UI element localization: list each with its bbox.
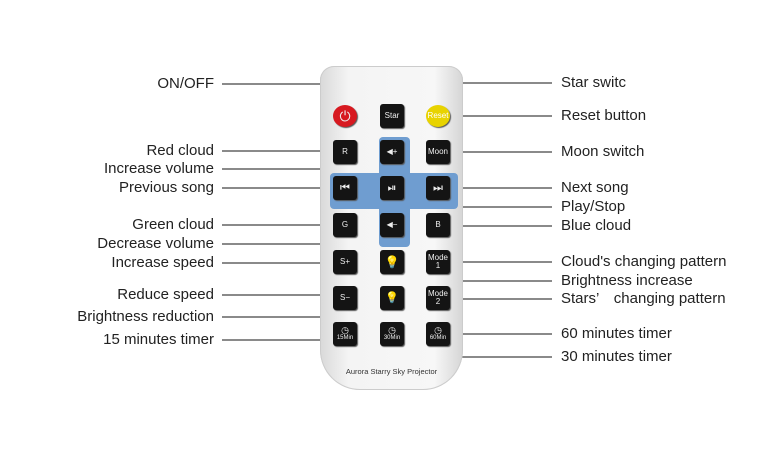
callout-label: Brightness increase — [561, 272, 693, 289]
next-button[interactable]: ⏭ — [426, 176, 450, 200]
brand-text: Aurora Starry Sky Projector — [345, 367, 438, 376]
speed-down-button[interactable]: S− — [333, 286, 357, 310]
callout-label: 15 minutes timer — [103, 331, 214, 348]
volume-up-button[interactable]: ◀+ — [380, 140, 404, 164]
callout-label: Blue cloud — [561, 217, 632, 234]
play-stop-button[interactable]: ⏯ — [380, 176, 404, 200]
clock-icon: ◷ — [388, 325, 396, 335]
callout-label: 60 minutes timer — [561, 325, 672, 342]
clock-icon: ◷ — [434, 325, 442, 335]
mode2-button[interactable]: Mode 2 — [426, 286, 450, 310]
mode1-button[interactable]: Mode 1 — [426, 250, 450, 274]
brightness-down-button[interactable]: 💡 — [380, 286, 404, 310]
remote-control: ⏻ Star Reset R ◀+ Moon ⏮ ⏯ ⏭ G ◀− B S+ 💡… — [320, 66, 463, 390]
volume-down-button[interactable]: ◀− — [380, 213, 404, 237]
timer-30-button[interactable]: ◷30Min — [380, 322, 404, 346]
callout-label: 30 minutes timer — [561, 348, 672, 365]
callout-label: ON/OFF — [157, 75, 214, 92]
bulb-icon: 💡 — [385, 292, 399, 304]
callout-label: Decrease volume — [97, 235, 214, 252]
callout-label: Increase speed — [111, 254, 214, 271]
callout-label: Red cloud — [146, 142, 214, 159]
previous-button[interactable]: ⏮ — [333, 176, 357, 200]
timer-60-button[interactable]: ◷60Min — [426, 322, 450, 346]
green-cloud-button[interactable]: G — [333, 213, 357, 237]
blue-cloud-button[interactable]: B — [426, 213, 450, 237]
callout-label: Brightness reduction — [77, 308, 214, 325]
callout-label: Reset button — [561, 107, 647, 124]
bulb-icon: 💡 — [384, 255, 400, 269]
callout-label: Green cloud — [132, 216, 214, 233]
timer-15-button[interactable]: ◷15Min — [333, 322, 357, 346]
brightness-up-button[interactable]: 💡 — [380, 250, 404, 274]
callout-label: Moon switch — [561, 143, 645, 160]
red-cloud-button[interactable]: R — [333, 140, 357, 164]
callout-label: Stars’ changing pattern — [561, 290, 726, 307]
callout-label: Increase volume — [103, 160, 214, 177]
callout-label: Cloud's changing pattern — [561, 253, 727, 270]
clock-icon: ◷ — [341, 325, 349, 335]
timer-label: 60Min — [429, 335, 447, 341]
timer-label: 30Min — [383, 335, 401, 341]
moon-button[interactable]: Moon — [426, 140, 450, 164]
star-button[interactable]: Star — [380, 104, 404, 128]
speed-up-button[interactable]: S+ — [333, 250, 357, 274]
callout-label: Next song — [561, 179, 629, 196]
callout-label: Star switc — [561, 74, 627, 91]
callout-label: Previous song — [118, 179, 214, 196]
timer-label: 15Min — [336, 335, 354, 341]
callout-label: Reduce speed — [117, 286, 214, 303]
callout-label: Play/Stop — [561, 198, 626, 215]
reset-button[interactable]: Reset — [426, 105, 450, 127]
power-button[interactable]: ⏻ — [333, 105, 357, 127]
